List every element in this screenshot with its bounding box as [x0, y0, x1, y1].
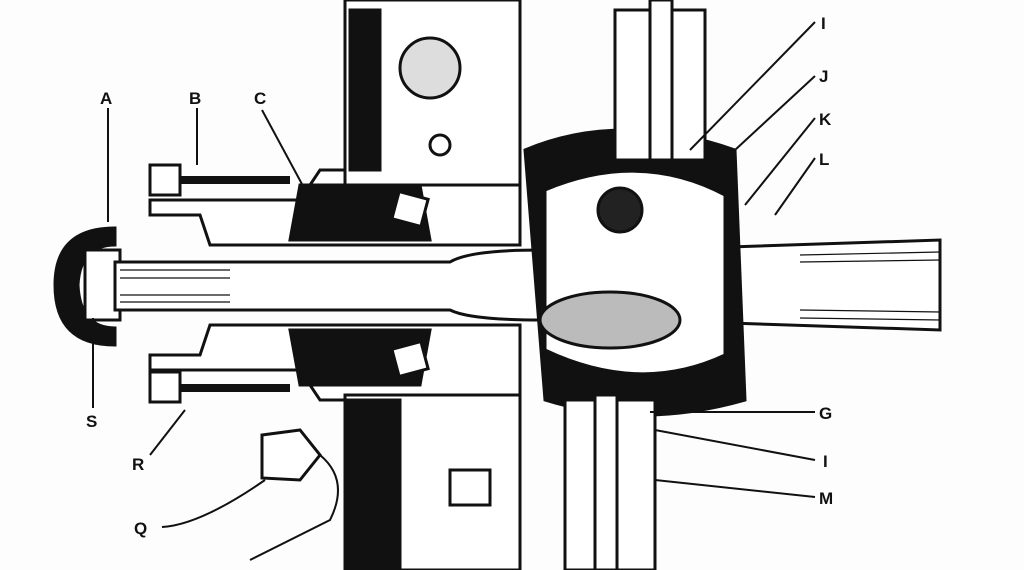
upper-roller: [390, 189, 430, 229]
bottom-drum-shade: [343, 398, 402, 570]
bolt-b: [148, 163, 182, 197]
label-c: C: [254, 89, 266, 108]
label-b: B: [189, 89, 201, 108]
top-drum-shade: [348, 8, 382, 172]
label-a: A: [100, 89, 112, 108]
label-s: S: [86, 412, 97, 431]
joint-pin: [596, 186, 644, 234]
label-i-bottom: I: [823, 452, 828, 471]
end-cap: [53, 226, 117, 347]
label-r: R: [132, 455, 144, 474]
ball-bearing: [398, 36, 462, 100]
lower-flange-bolt: [593, 393, 619, 570]
bracket-q: [249, 454, 339, 561]
lower-bearing-race: [288, 328, 432, 387]
label-q: Q: [134, 519, 147, 538]
label-i-top: I: [821, 14, 826, 33]
label-m: M: [819, 489, 833, 508]
bolt-r: [148, 370, 182, 404]
bottom-nut: [448, 468, 492, 507]
leader-lines: [92, 21, 816, 528]
main-shaft: [113, 248, 542, 322]
nut-q: [260, 428, 322, 482]
label-k: K: [819, 110, 832, 129]
shaft-splines: [120, 251, 941, 321]
joint-spider: [538, 290, 682, 350]
label-j: J: [819, 67, 828, 86]
label-l: L: [819, 150, 829, 169]
lower-roller: [390, 339, 430, 379]
label-g: G: [819, 404, 832, 423]
upper-flange-bolt: [648, 0, 674, 162]
small-bearing: [428, 133, 452, 157]
